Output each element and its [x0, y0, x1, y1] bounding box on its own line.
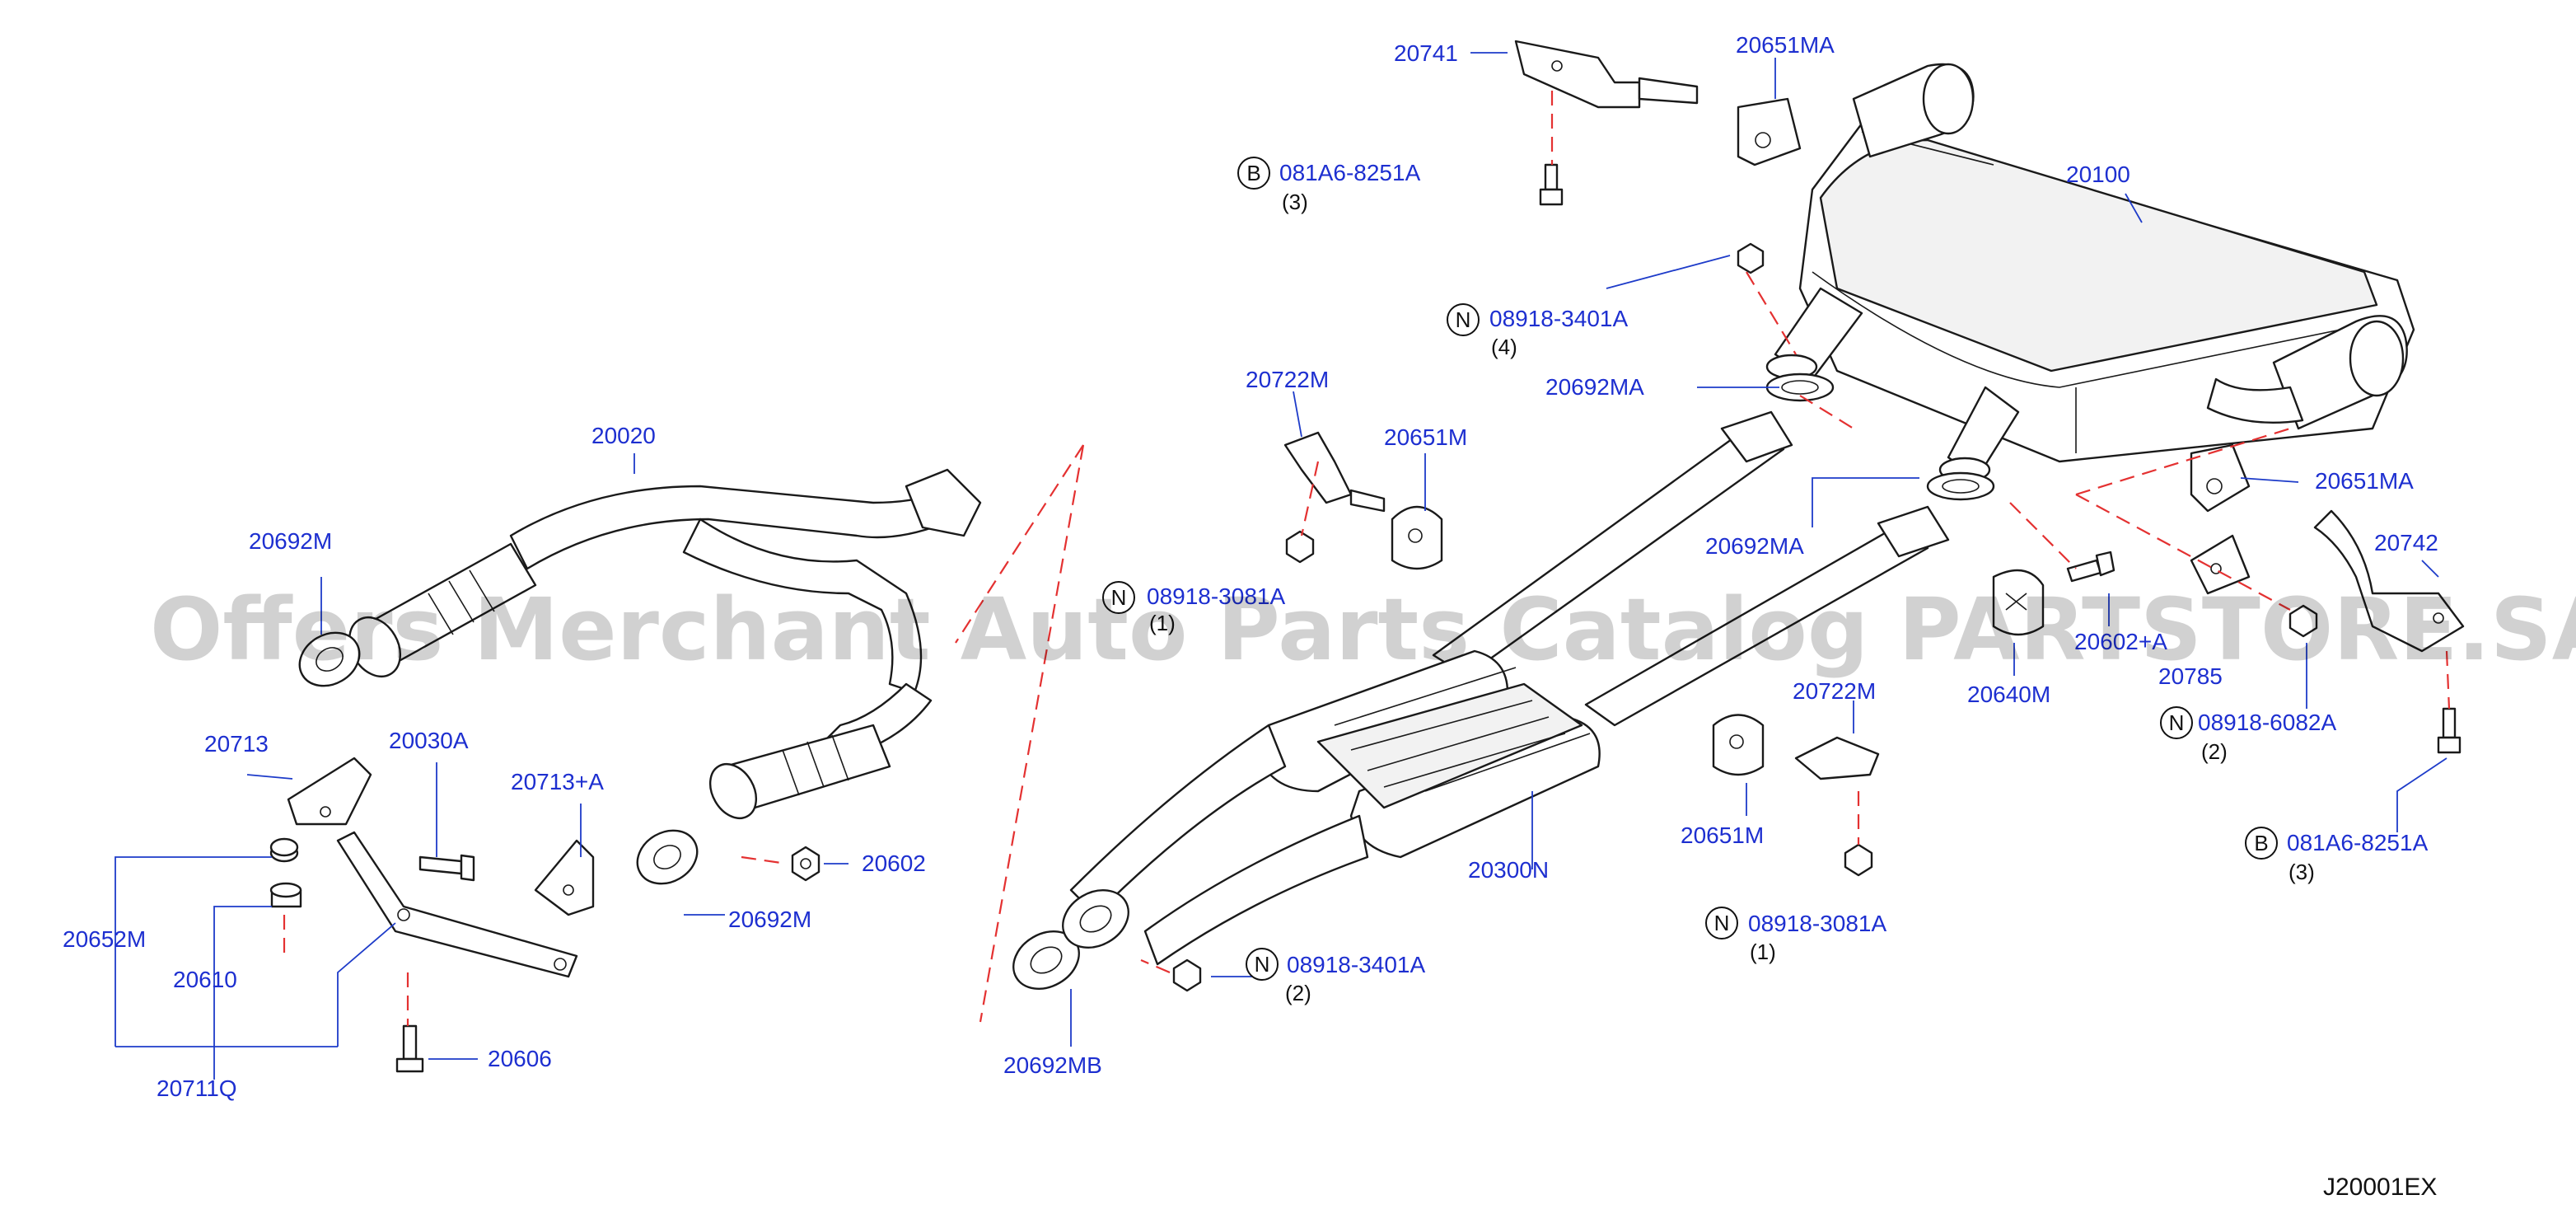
svg-text:N: N	[1714, 911, 1730, 935]
label-20785: 20785	[2158, 663, 2223, 689]
svg-text:N: N	[1456, 307, 1471, 332]
label-20692M-upper: 20692M	[249, 528, 332, 554]
label-20692MA-lower: 20692MA	[1705, 533, 1804, 559]
label-20640M: 20640M	[1967, 682, 2050, 707]
qty-1-lower: (1)	[1750, 940, 1776, 964]
label-20020: 20020	[591, 423, 656, 448]
nut-08918-3401A-lower[interactable]	[1172, 958, 1202, 992]
insulator-20652M[interactable]	[269, 837, 299, 863]
label-08918-6082A: 08918-6082A	[2198, 710, 2336, 735]
qty-1-upper: (1)	[1149, 611, 1176, 635]
bracket-20722M-upper[interactable]	[1283, 431, 1386, 513]
hanger-rubber-20651MA-top[interactable]	[1737, 97, 1802, 166]
label-20606: 20606	[488, 1046, 552, 1071]
nut-08918-3081A-upper[interactable]	[1285, 530, 1315, 564]
leader-lines	[115, 52, 2447, 1080]
label-081A6-8251A-top: 081A6-8251A	[1279, 160, 1421, 185]
gasket-20692MB-right[interactable]	[1053, 879, 1139, 958]
label-20692MA-upper: 20692MA	[1545, 374, 1644, 400]
label-20602: 20602	[862, 850, 926, 876]
label-20651M-upper: 20651M	[1384, 424, 1467, 450]
label-20722M-lower: 20722M	[1793, 678, 1876, 704]
callout-n-upper: N	[1447, 303, 1480, 336]
center-pipe-20300N[interactable]	[1069, 410, 1950, 966]
hanger-rubber-20651M-upper[interactable]	[1391, 505, 1443, 570]
callout-b-top: B	[1237, 157, 1270, 190]
callout-n-6082A: N	[2160, 706, 2193, 739]
callout-b-bottom: B	[2245, 827, 2278, 860]
bolt-081A6-8251A-bottom[interactable]	[2437, 707, 2461, 754]
gasket-20692MA-lower[interactable]	[1926, 471, 1995, 501]
label-20300N: 20300N	[1468, 857, 1549, 883]
label-20100: 20100	[2066, 162, 2130, 187]
qty-3-top: (3)	[1282, 190, 1308, 214]
svg-text:B: B	[2254, 831, 2268, 855]
label-08918-3081A-lower: 08918-3081A	[1748, 911, 1886, 936]
nut-08918-3081A-lower[interactable]	[1844, 843, 1873, 877]
label-20651M-lower: 20651M	[1681, 822, 1764, 848]
label-20692M-lower: 20692M	[728, 907, 811, 932]
svg-text:N: N	[2169, 710, 2185, 735]
label-20742: 20742	[2374, 530, 2438, 555]
bolt-081A6-8251A-top[interactable]	[1539, 163, 1564, 206]
label-20610: 20610	[173, 967, 237, 992]
bracket-20713[interactable]	[287, 757, 372, 826]
diagram-code: J20001EX	[2323, 1174, 2437, 1201]
nut-08918-6082A[interactable]	[2288, 604, 2318, 638]
callout-n-3401A-lower: N	[1246, 948, 1279, 981]
bracket-20741[interactable]	[1514, 40, 1699, 109]
watermark-text: Offers Merchant Auto Parts Catalog PARTS…	[150, 579, 2576, 680]
bracket-20722M-lower[interactable]	[1794, 736, 1880, 780]
callout-n-3081A-upper: N	[1102, 581, 1135, 614]
callout-n-3081A-lower: N	[1705, 907, 1738, 940]
mounting-bar-20711Q[interactable]	[336, 831, 578, 978]
qty-2-right: (2)	[2201, 739, 2228, 764]
label-20692MB: 20692MB	[1003, 1052, 1102, 1078]
bracket-20742[interactable]	[2313, 509, 2465, 653]
label-20651MA-right: 20651MA	[2315, 468, 2414, 494]
qty-4: (4)	[1491, 335, 1517, 359]
part-labels: 20741 20651MA 081A6-8251A (3) 20100 0891…	[63, 32, 2438, 1101]
label-20713A: 20713+A	[511, 769, 604, 794]
gasket-20692M-upper[interactable]	[290, 622, 369, 696]
assembly-guide-lines	[283, 91, 2451, 1026]
label-20741: 20741	[1394, 40, 1458, 66]
hanger-rubber-20640M[interactable]	[1992, 569, 2045, 636]
label-20722M-upper: 20722M	[1246, 367, 1329, 392]
label-20602A: 20602+A	[2074, 629, 2167, 654]
bracket-20785[interactable]	[2190, 534, 2251, 595]
label-20711Q: 20711Q	[157, 1075, 237, 1101]
gasket-20692M-lower[interactable]	[628, 820, 707, 894]
label-08918-3401A-upper: 08918-3401A	[1489, 306, 1628, 331]
nut-08918-3401A-upper[interactable]	[1737, 242, 1765, 274]
bracket-20713A[interactable]	[534, 839, 595, 916]
bolt-20602A[interactable]	[2066, 551, 2115, 583]
label-08918-3401A-lower: 08918-3401A	[1287, 952, 1425, 977]
hanger-rubber-20651M-lower[interactable]	[1712, 714, 1765, 776]
label-20651MA-top: 20651MA	[1736, 32, 1835, 58]
label-20030A: 20030A	[389, 728, 469, 753]
svg-text:N: N	[1111, 585, 1127, 610]
qty-2-left: (2)	[1285, 981, 1311, 1005]
muffler-tailpipe-left[interactable]	[1852, 63, 1975, 158]
bolt-20606[interactable]	[395, 1024, 424, 1073]
svg-text:N: N	[1255, 952, 1270, 977]
rear-muffler-20100[interactable]	[1798, 122, 2415, 463]
label-081A6-8251A-bottom: 081A6-8251A	[2287, 830, 2429, 855]
muffler-tailpipe-right[interactable]	[2206, 315, 2408, 430]
bolt-20030A[interactable]	[418, 854, 475, 882]
svg-text:B: B	[1246, 161, 1260, 185]
label-20652M: 20652M	[63, 926, 146, 952]
hanger-rubber-20651MA-right[interactable]	[2190, 443, 2251, 513]
label-20713: 20713	[204, 731, 269, 757]
nut-20602[interactable]	[791, 846, 820, 882]
insulator-20610[interactable]	[269, 882, 302, 908]
front-tube-20020[interactable]	[339, 468, 982, 827]
label-08918-3081A-upper: 08918-3081A	[1147, 583, 1285, 609]
qty-3-bottom: (3)	[2288, 860, 2315, 884]
